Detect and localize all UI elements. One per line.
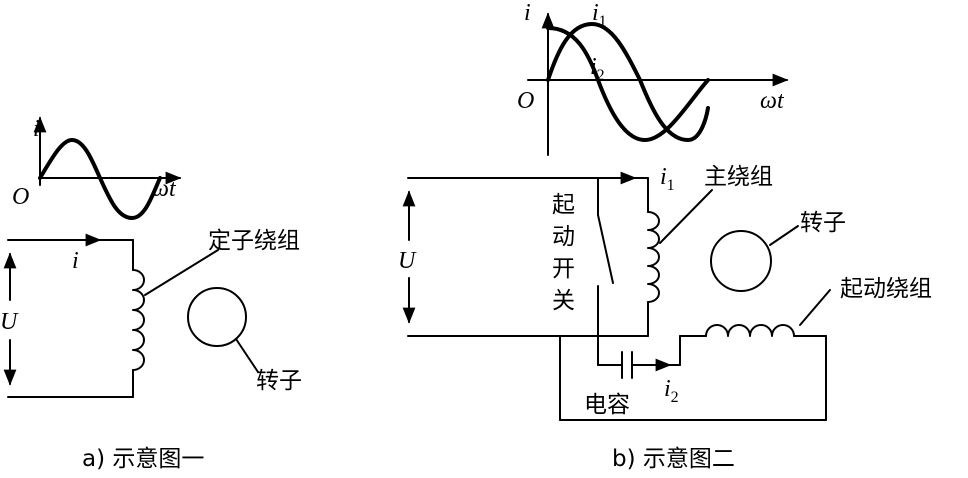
panel-b-main-current-sub: 1 [667,177,675,194]
panel-a-x-axis-label: ωt [152,176,177,202]
panel-b-caption: b) 示意图二 [612,446,735,472]
panel-b-circuit: U i1 主绕组 起 动 开 关 转子 起动绕组 电容 i2 [398,164,932,421]
panel-a-voltage-label: U [0,309,19,335]
panel-b-start-coil [705,324,795,337]
panel-b-start-winding-label: 起动绕组 [840,276,932,302]
panel-a-rotor-label: 转子 [256,368,302,394]
panel-b-main-winding-label: 主绕组 [704,164,773,190]
panel-b-switch-char-1: 起 [552,192,575,218]
panel-b-rotor-leader [769,225,799,246]
panel-b-rotor-circle [710,230,772,292]
panel-a-stator-leader [144,249,219,296]
panel-b-start-leader [799,289,831,326]
panel-b-i2-series-label: i2 [590,54,605,84]
panel-a-current-label: i [72,248,79,274]
panel-b-start-current-sub: 2 [671,389,679,406]
panel-b-graph: i O ωt i1 i2 [517,0,789,156]
panel-b-switch-blade [597,214,614,284]
panel-b-i2-wave [546,21,710,143]
panel-b-main-coil [647,211,660,303]
panel-b-x-axis-label: ωt [760,88,785,114]
panel-b-y-axis-label: i [524,0,531,26]
panel-a-rotor-leader [235,338,259,373]
panel-b-start-current-label: i2 [664,376,679,406]
panel-b-switch-char-3: 开 [552,256,575,282]
panel-b-i1-wave [546,26,710,143]
panel-a-stator-label: 定子绕组 [208,228,300,254]
panel-a-current-wave [38,137,162,221]
panel-b-switch-char-4: 关 [552,288,575,314]
panel-a: i O ωt i U 定子绕组 转子 a) 示意图一 [0,116,302,472]
panel-b-main-current-label: i1 [660,164,675,194]
panel-b-i1-series-label: i1 [592,0,607,30]
panel-a-graph: i O ωt [12,116,182,221]
panel-a-circuit: i U 定子绕组 转子 [0,228,302,398]
panel-b-voltage-label: U [398,248,417,274]
panel-b-main-leader [659,189,713,244]
panel-a-origin-label: O [12,184,29,210]
panel-b: i O ωt i1 i2 [398,0,932,472]
panel-a-stator-coil [132,269,145,371]
panel-a-rotor-circle [187,287,247,347]
panel-b-i1-series-sub: 1 [599,13,607,30]
panel-b-rotor-label: 转子 [800,210,846,236]
panel-b-switch-char-2: 动 [552,224,575,250]
panel-b-origin-label: O [517,88,534,114]
panel-a-caption: a) 示意图一 [82,446,204,472]
panel-b-capacitor-label: 电容 [584,392,630,418]
panel-a-y-axis-label: i [33,116,40,142]
panel-b-i2-series-sub: 2 [597,67,605,84]
